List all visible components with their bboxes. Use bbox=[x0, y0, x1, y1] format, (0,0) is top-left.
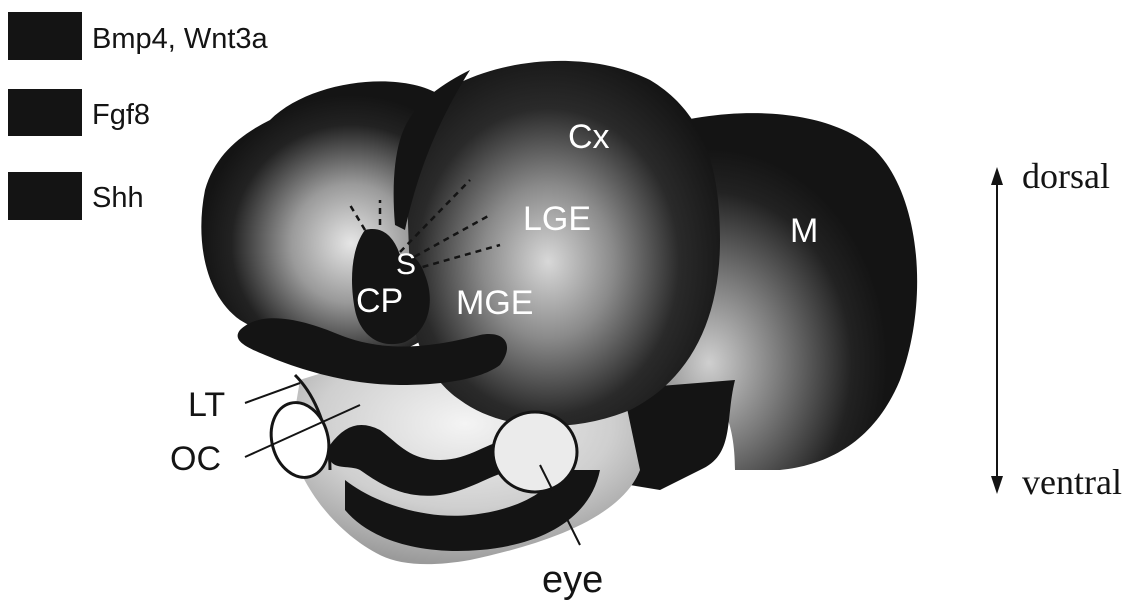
label-mge: MGE bbox=[456, 284, 533, 322]
eye-oval bbox=[493, 412, 577, 492]
label-eye: eye bbox=[542, 559, 603, 601]
legend-label-bmp4-wnt3a: Bmp4, Wnt3a bbox=[92, 23, 269, 55]
label-cp: CP bbox=[356, 282, 403, 320]
label-dorsal: dorsal bbox=[1022, 156, 1110, 196]
legend-label-fgf8: Fgf8 bbox=[92, 99, 150, 131]
label-cx: Cx bbox=[568, 118, 610, 156]
legend-swatch-fgf8 bbox=[8, 89, 82, 136]
label-oc: OC bbox=[170, 440, 221, 478]
label-m: M bbox=[790, 212, 818, 250]
dorsal-ventral-arrow bbox=[991, 167, 1003, 494]
label-ventral: ventral bbox=[1022, 462, 1122, 502]
label-s: S bbox=[396, 248, 416, 281]
lt-callout-line bbox=[245, 383, 300, 403]
label-lt: LT bbox=[188, 386, 225, 424]
legend-label-shh: Shh bbox=[92, 182, 144, 214]
legend-swatch-bmp4-wnt3a bbox=[8, 12, 82, 60]
legend-swatch-shh bbox=[8, 172, 82, 220]
label-lge: LGE bbox=[523, 200, 591, 238]
